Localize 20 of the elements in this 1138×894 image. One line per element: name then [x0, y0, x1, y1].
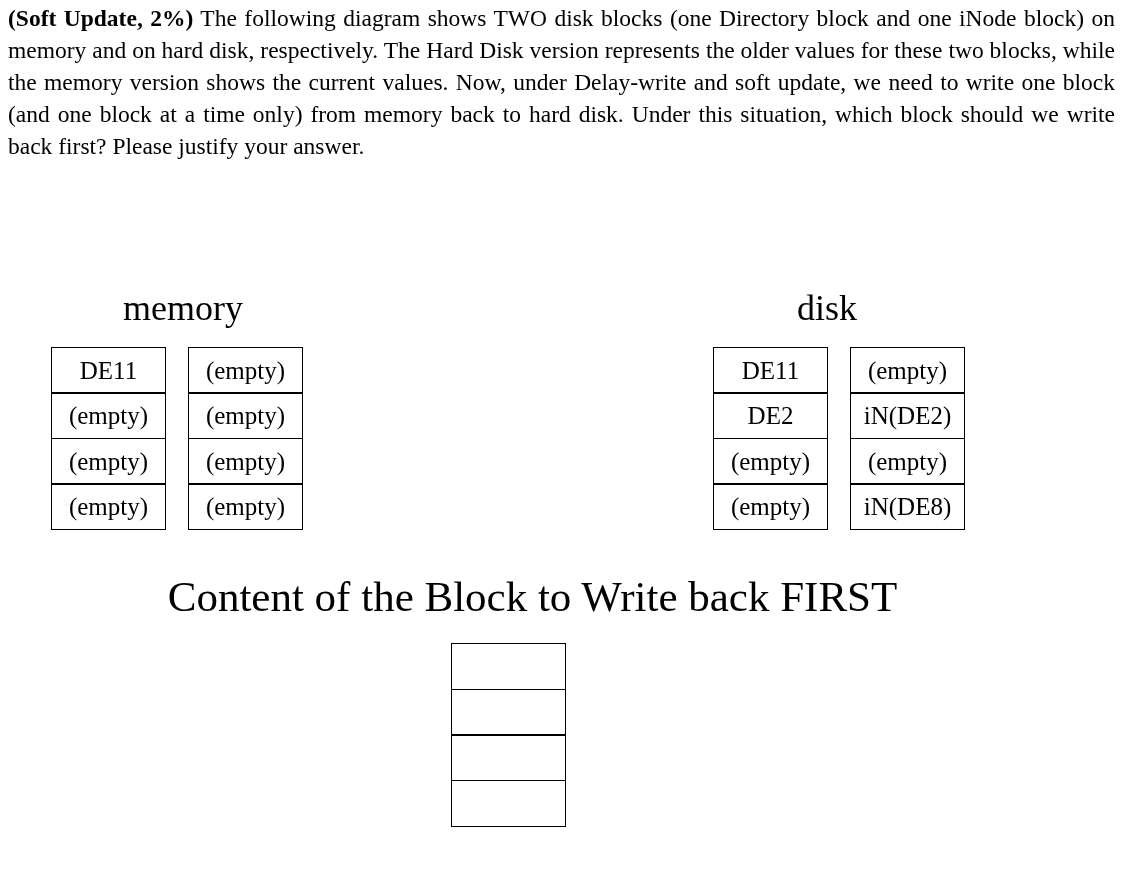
table-heading: disk: [796, 287, 858, 329]
table-cell: (empty): [51, 438, 166, 485]
table-cell: (empty): [188, 438, 303, 485]
table-cell: (empty): [713, 483, 828, 530]
table-cell: iN(DE2): [850, 392, 965, 439]
table-cell: (empty): [713, 438, 828, 485]
section-heading: Content of the Block to Write back FIRST: [166, 572, 899, 621]
question-text: (Soft Update, 2%) The following diagram shows TWO disk blocks (one Directory block and one iNode block) on memory and on hard disk, respectively. The Hard Disk version represents the older values for these two blocks, while the memory version shows the current values. Now, under Delay-write and soft update, we need to write one block (and one block at a time only) from memory back to hard disk. Under this situation, which block should we write back first? Please justify your answer.: [8, 4, 1115, 161]
table-cell: (empty): [188, 483, 303, 530]
table-cell: iN(DE8): [850, 483, 965, 530]
table-cell: DE11: [713, 347, 828, 394]
table-cell: (empty): [850, 438, 965, 485]
table-cell: (empty): [51, 483, 166, 530]
table-cell: DE2: [713, 392, 828, 439]
table-cell: (empty): [51, 392, 166, 439]
table-cell: (empty): [188, 392, 303, 439]
table-cell: DE11: [51, 347, 166, 394]
table-heading: memory: [122, 287, 244, 329]
table-cell: (empty): [188, 347, 303, 394]
table-cell: (empty): [850, 347, 965, 394]
